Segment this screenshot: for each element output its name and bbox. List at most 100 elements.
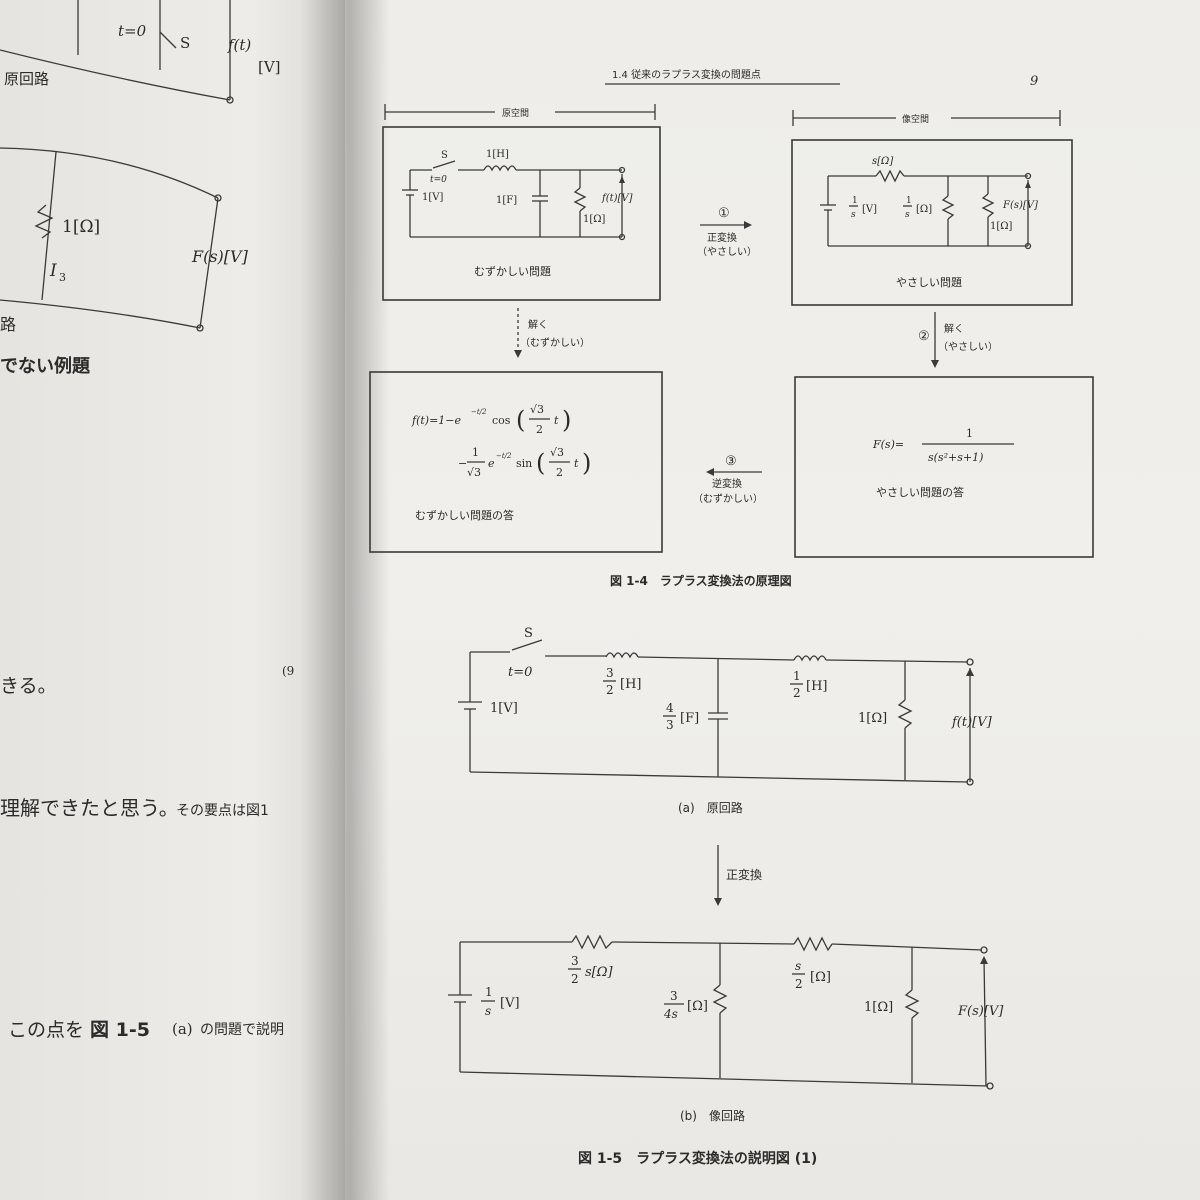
svg-text:(: ( — [516, 406, 525, 434]
b-r2-den: 4s — [663, 1007, 678, 1021]
step1-arrowhead-icon — [744, 221, 752, 229]
box2-source-den: s — [851, 210, 856, 220]
left-top-switch — [159, 31, 177, 49]
answer-F-den: s(s²+s+1) — [928, 451, 983, 464]
step3-note: （むずかしい） — [693, 493, 763, 505]
b-caption: (b) 像回路 — [680, 1108, 745, 1123]
book-gutter — [300, 0, 390, 1200]
image-space-label: 像空間 — [902, 113, 929, 125]
box2-source-num: 1 — [852, 196, 858, 206]
a-l1-num: 3 — [606, 666, 614, 680]
a-output-label: f(t)[V] — [951, 715, 993, 730]
resistor-icon — [897, 699, 913, 729]
left-fragment-problem: の問題で説明 — [200, 1022, 284, 1038]
svg-text:): ) — [582, 449, 591, 477]
b-r2-unit: [Ω] — [687, 999, 708, 1014]
box2-source-unit: [V] — [862, 204, 877, 215]
solve-left-arrowhead-icon — [514, 350, 522, 358]
left-eq-number: (9 — [282, 664, 294, 678]
box1-output-label: f(t)[V] — [601, 193, 633, 204]
answer-two-a: 2 — [536, 423, 543, 436]
b-r2-num: 3 — [670, 989, 678, 1003]
step2-arrowhead-icon — [931, 360, 939, 368]
box1-t0-label: t=0 — [430, 175, 447, 185]
original-space-label-bg — [495, 104, 555, 118]
page-number: 9 — [1030, 74, 1038, 89]
left-mid-terminal-bottom — [196, 324, 204, 332]
answer-F-lhs: F(s)= — [872, 438, 904, 451]
b-source-num: 1 — [485, 985, 493, 999]
answer-e: e — [488, 457, 495, 470]
b-r1-num: 3 — [571, 954, 579, 968]
step2-number: ② — [918, 329, 930, 344]
output-arrow-icon — [980, 956, 988, 964]
transform-label: 正変換 — [726, 867, 762, 882]
step3-number: ③ — [725, 454, 737, 469]
answer-f-sin: sin — [516, 457, 532, 470]
step1-label: 正変換 — [707, 231, 737, 244]
answer-f-cos: cos — [492, 414, 511, 427]
box2-resistor-label: 1[Ω] — [990, 221, 1013, 232]
circuit-image-1-4 — [820, 169, 1032, 250]
left-mid-wire-bottom — [0, 299, 201, 329]
inductor-icon — [483, 165, 517, 172]
answer-sqrt3-a: √3 — [530, 403, 544, 416]
box2-caption: やさしい問題 — [896, 276, 962, 289]
box1-caption: むずかしい問題 — [474, 265, 551, 278]
a-c-num: 4 — [666, 701, 674, 715]
inductor2-icon — [793, 655, 827, 662]
left-fragment-example: でない例題 — [0, 355, 91, 377]
a-resistor-label: 1[Ω] — [858, 711, 887, 726]
box2-shunt-num: 1 — [906, 196, 912, 206]
b-r3-unit: [Ω] — [810, 970, 831, 985]
left-fragment-fig: 図 1-5 — [90, 1019, 150, 1041]
answer-minus: − — [458, 457, 467, 470]
answer-f-lhs: f(t)=1−e — [411, 414, 462, 427]
b-resistor-label: 1[Ω] — [864, 1000, 893, 1015]
a-source-label: 1[V] — [490, 701, 518, 716]
answer-two-b: 2 — [556, 466, 563, 479]
section-title: 1.4 従来のラプラス変換の問題点 — [612, 68, 761, 81]
answer-f-exp1: −t/2 — [471, 408, 487, 416]
transform-arrow: 正変換 — [714, 845, 762, 906]
box2-shunt-den: s — [905, 210, 910, 220]
a-c-den: 3 — [666, 718, 674, 732]
figure-1-5a: S t=0 1[V] 3 2 [H] 4 3 [F] 1 2 [H] 1[Ω] … — [458, 626, 993, 815]
left-ft-unit: [V] — [258, 58, 281, 76]
left-fragment-this: この点を — [8, 1019, 84, 1041]
left-fragment-a: (a) — [172, 1020, 193, 1038]
b-source-den: s — [485, 1004, 491, 1018]
running-header: 1.4 従来のラプラス変換の問題点 9 — [605, 68, 1038, 89]
answer-F-num: 1 — [966, 427, 973, 440]
box2-series-label: s[Ω] — [872, 156, 893, 167]
left-resistor-label: 1[Ω] — [62, 217, 100, 237]
box-easy-problem — [791, 139, 1073, 306]
left-fs-label: F(s)[V] — [191, 247, 249, 266]
output-arrow-icon — [966, 668, 974, 676]
step3-label: 逆変換 — [712, 477, 742, 490]
left-page — [0, 0, 360, 1200]
b-source-unit: [V] — [500, 996, 520, 1011]
left-original-circuit: 原回路 — [4, 70, 49, 88]
series-resistor2-icon — [793, 936, 833, 952]
transform-arrowhead-icon — [714, 898, 722, 906]
step3-arrowhead-icon — [706, 468, 714, 476]
step2-label: 解く — [944, 322, 964, 335]
a-l1-unit: [H] — [620, 677, 641, 692]
b-r3-den: 2 — [795, 977, 803, 991]
left-page-content: t=0 S f(t) [V] 原回路 1[Ω] I 3 F(s)[V] 路 でな… — [0, 0, 294, 1041]
answer-t-a: t — [554, 414, 559, 427]
answer-f-exp2: −t/2 — [496, 452, 512, 460]
figure-1-5b: 1 s [V] 3 2 s[Ω] 3 4s [Ω] s 2 [Ω] 1[Ω] F… — [448, 934, 1004, 1123]
solve-left-note: （むずかしい） — [520, 337, 590, 349]
left-fragment-point: その要点は図1 — [176, 803, 269, 819]
box-difficult-answer — [369, 371, 663, 553]
left-top-terminal — [226, 96, 234, 104]
answer-one: 1 — [472, 446, 479, 459]
left-mid-wire-v — [41, 151, 57, 301]
a-c-unit: [F] — [680, 711, 699, 726]
figure-1-5-caption: 図 1-5 ラプラス変換法の説明図 (1) — [578, 1150, 817, 1167]
series-resistor-icon — [571, 934, 613, 950]
b-r1-den: 2 — [571, 972, 579, 986]
